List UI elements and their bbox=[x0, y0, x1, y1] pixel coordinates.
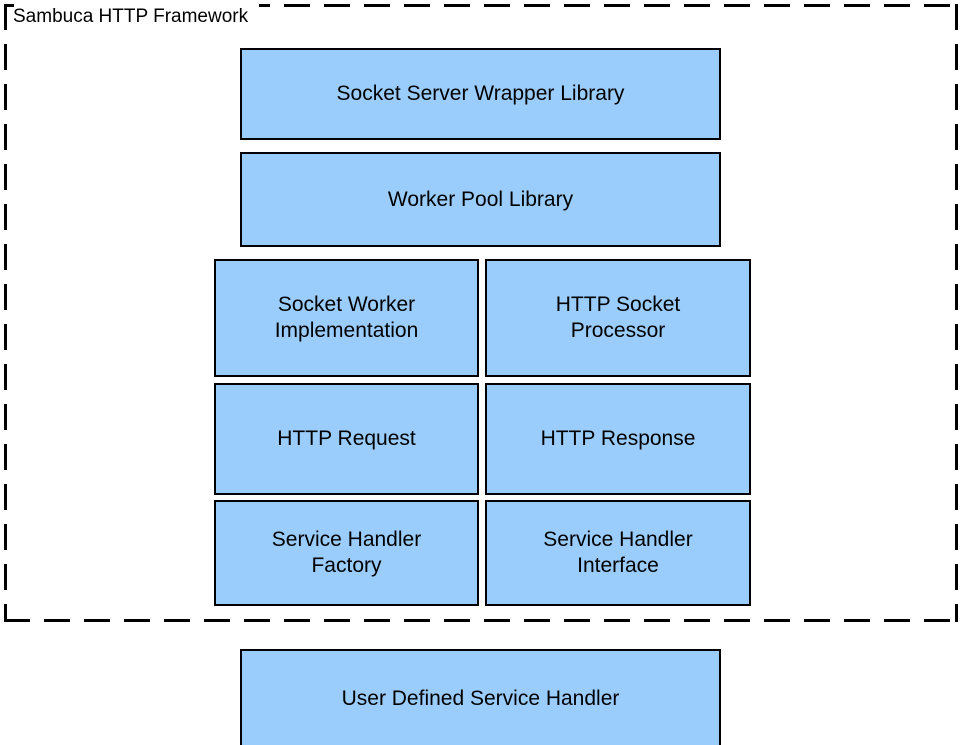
box-label-worker-pool-library: Worker Pool Library bbox=[387, 187, 574, 211]
box-service-handler-interface[interactable]: Service Handler Interface bbox=[485, 500, 751, 606]
box-label-socket-server-wrapper-library: Socket Server Wrapper Library bbox=[336, 82, 625, 105]
box-http-request[interactable]: HTTP Request bbox=[214, 383, 479, 495]
box-label-socket-worker-implementation: Socket Worker Implementation bbox=[274, 293, 419, 342]
box-label-service-handler-interface: Service Handler Interface bbox=[543, 528, 693, 577]
box-label-http-request: HTTP Request bbox=[277, 427, 416, 450]
box-socket-server-wrapper-library[interactable]: Socket Server Wrapper Library bbox=[240, 48, 721, 140]
box-label-http-response: HTTP Response bbox=[540, 427, 696, 450]
boundary-edge-right bbox=[955, 4, 958, 622]
box-service-handler-factory[interactable]: Service Handler Factory bbox=[214, 500, 479, 606]
box-label-http-socket-processor: HTTP Socket Processor bbox=[555, 293, 681, 342]
boundary-edge-bottom bbox=[4, 619, 958, 622]
framework-boundary-label: Sambuca HTTP Framework bbox=[13, 6, 249, 27]
box-socket-worker-implementation[interactable]: Socket Worker Implementation bbox=[214, 259, 479, 377]
boundary-edge-left bbox=[4, 4, 7, 622]
box-user-defined-service-handler[interactable]: User Defined Service Handler bbox=[240, 649, 721, 745]
box-label-user-defined-service-handler: User Defined Service Handler bbox=[341, 687, 620, 710]
box-http-socket-processor[interactable]: HTTP Socket Processor bbox=[485, 259, 751, 377]
box-http-response[interactable]: HTTP Response bbox=[485, 383, 751, 495]
box-worker-pool-library[interactable]: Worker Pool Library bbox=[240, 152, 721, 247]
box-label-service-handler-factory: Service Handler Factory bbox=[271, 528, 422, 577]
